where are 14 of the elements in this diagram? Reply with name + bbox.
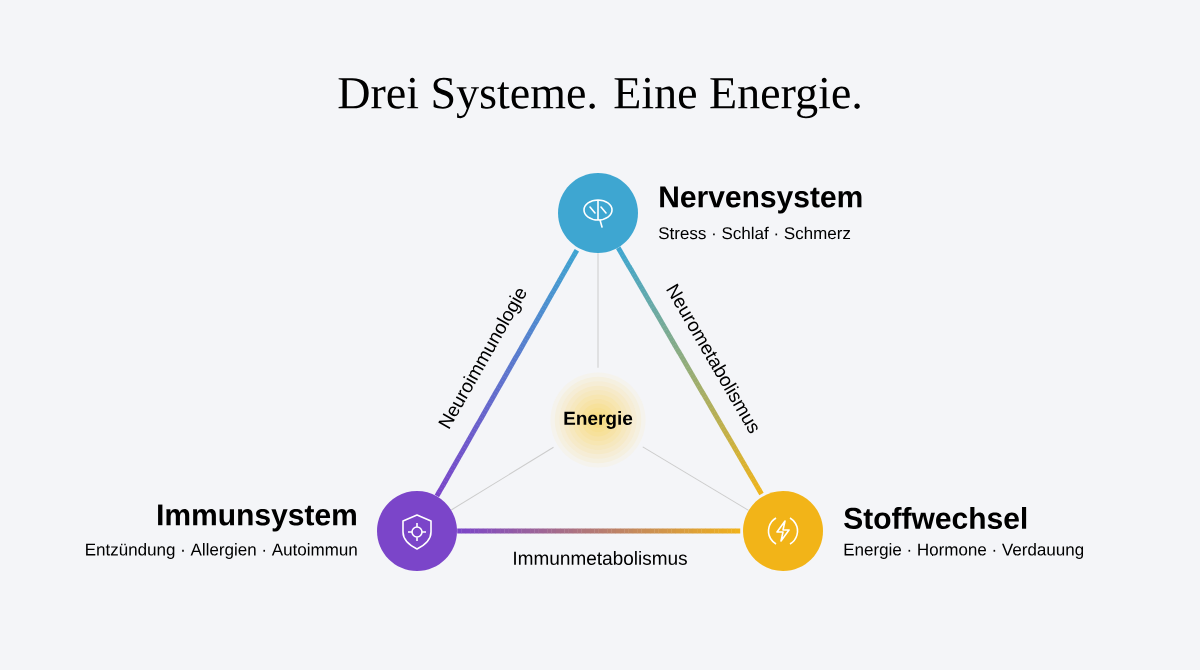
edge-label: Immunmetabolismus <box>511 550 689 566</box>
system-subtitle: Stress · Schlaf · Schmerz <box>658 226 851 240</box>
connector <box>616 246 764 496</box>
connector <box>434 248 579 498</box>
connector <box>642 446 750 511</box>
system-heading: Stoffwechsel <box>844 507 1027 529</box>
title: Drei Systeme. Eine Energie. <box>338 77 860 119</box>
center-label: Energie <box>564 411 633 429</box>
system-heading: Nervensystem <box>660 186 862 214</box>
connector <box>450 446 554 511</box>
system-subtitle: Energie · Hormone · Verdauung <box>844 543 1084 559</box>
system-subtitle: Entzündung · Allergien · Autoimmun <box>86 543 357 559</box>
system-heading: Immunsystem <box>158 504 356 532</box>
connector <box>457 528 741 534</box>
